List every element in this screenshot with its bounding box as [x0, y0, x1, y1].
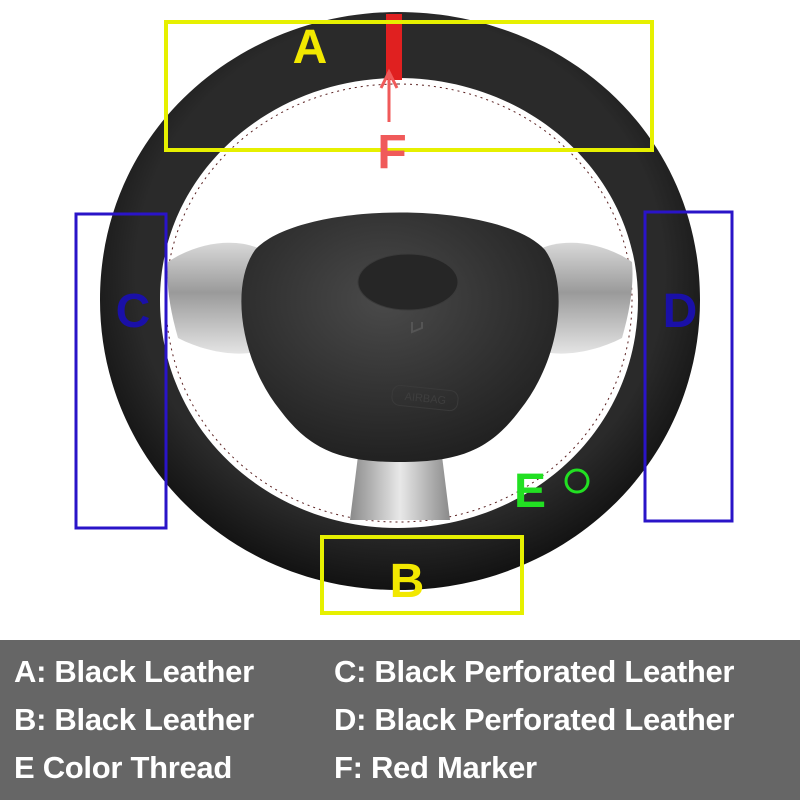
right-spoke [538, 242, 633, 354]
horn-icon [411, 322, 423, 334]
box-d [643, 210, 734, 523]
box-c [74, 212, 168, 530]
thread-marker-circle [564, 468, 590, 494]
f-arrow [379, 68, 399, 122]
label-f: F [377, 126, 406, 179]
legend-a: A: Black Leather [14, 654, 254, 689]
box-a [164, 20, 654, 152]
legend-d: D: Black Perforated Leather [334, 702, 735, 737]
legend-f: F: Red Marker [334, 750, 537, 785]
label-d: D [663, 285, 698, 338]
airbag-emblem [391, 384, 459, 412]
legend-panel: A: Black Leather C: Black Perforated Lea… [0, 640, 800, 800]
label-b: B [390, 555, 425, 608]
logo-recess [357, 253, 459, 311]
left-spoke [167, 242, 262, 354]
legend-c: C: Black Perforated Leather [334, 654, 735, 689]
steering-wheel-photo: AIRBAG A B C D E F [74, 12, 734, 615]
airbag-hub [241, 212, 559, 462]
airbag-label: AIRBAG [404, 391, 447, 407]
legend-e: E Color Thread [14, 750, 232, 785]
box-b [320, 535, 524, 615]
label-c: C [116, 285, 151, 338]
legend-b: B: Black Leather [14, 702, 254, 737]
red-marker [386, 14, 402, 80]
label-e: E [514, 465, 546, 518]
label-a: A [293, 21, 328, 74]
